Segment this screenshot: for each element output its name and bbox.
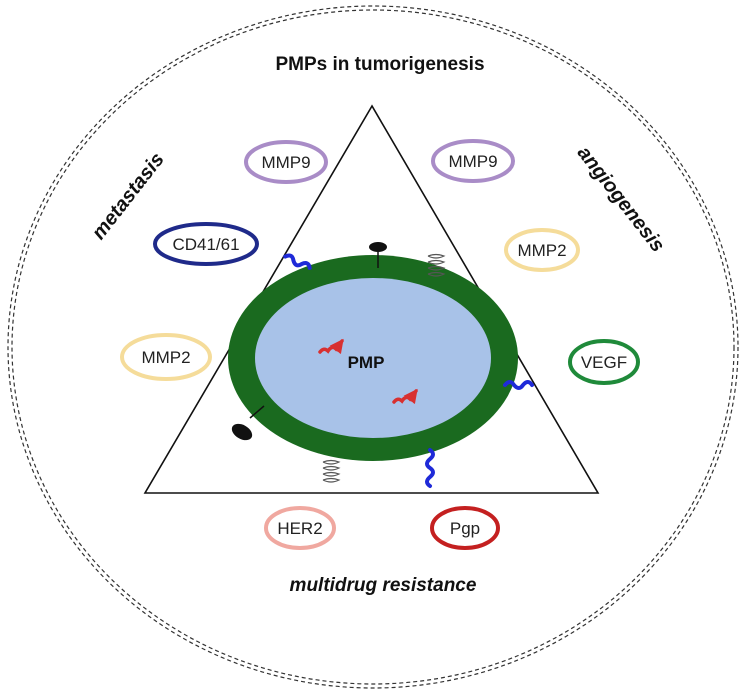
mmp2-left-label: MMP2 [141, 348, 190, 367]
coil-protein-bottom [322, 459, 341, 483]
rna-arrow-left [318, 338, 344, 355]
wave-protein-bottom [425, 448, 435, 488]
lumen [255, 278, 491, 438]
mmp9-right-oval: MMP9 [431, 139, 515, 183]
mmp2-right-label: MMP2 [517, 241, 566, 260]
mmp9-right-label: MMP9 [448, 152, 497, 171]
vegf-oval: VEGF [568, 339, 640, 385]
diagram-title: PMPs in tumorigenesis [275, 54, 484, 75]
mmp2-right-oval: MMP2 [504, 228, 580, 272]
angiogenesis-label: angiogenesis [573, 142, 669, 256]
vegf-label: VEGF [581, 353, 627, 372]
wave-protein-right [503, 380, 534, 390]
mmp2-left-oval: MMP2 [120, 333, 212, 381]
cd41-61-label: CD41/61 [172, 235, 239, 254]
mmp9-left-oval: MMP9 [244, 140, 328, 184]
microparticle [228, 255, 518, 461]
mmp9-left-label: MMP9 [261, 153, 310, 172]
cd41-61-oval: CD41/61 [153, 222, 259, 266]
metastasis-label: metastasis [88, 149, 169, 244]
multidrug-resistance-label: multidrug resistance [290, 575, 477, 596]
pgp-oval: Pgp [430, 506, 500, 550]
her2-oval: HER2 [264, 506, 336, 550]
wave-protein-upper-left [283, 253, 312, 270]
rna-arrow-right [392, 388, 418, 405]
receptor-top [369, 242, 387, 268]
receptor-left [231, 405, 265, 441]
her2-label: HER2 [277, 519, 322, 538]
pmp-label: PMP [348, 353, 385, 372]
coil-protein-top [427, 253, 446, 277]
outer-dashed-circle [7, 5, 739, 689]
pgp-label: Pgp [450, 519, 480, 538]
